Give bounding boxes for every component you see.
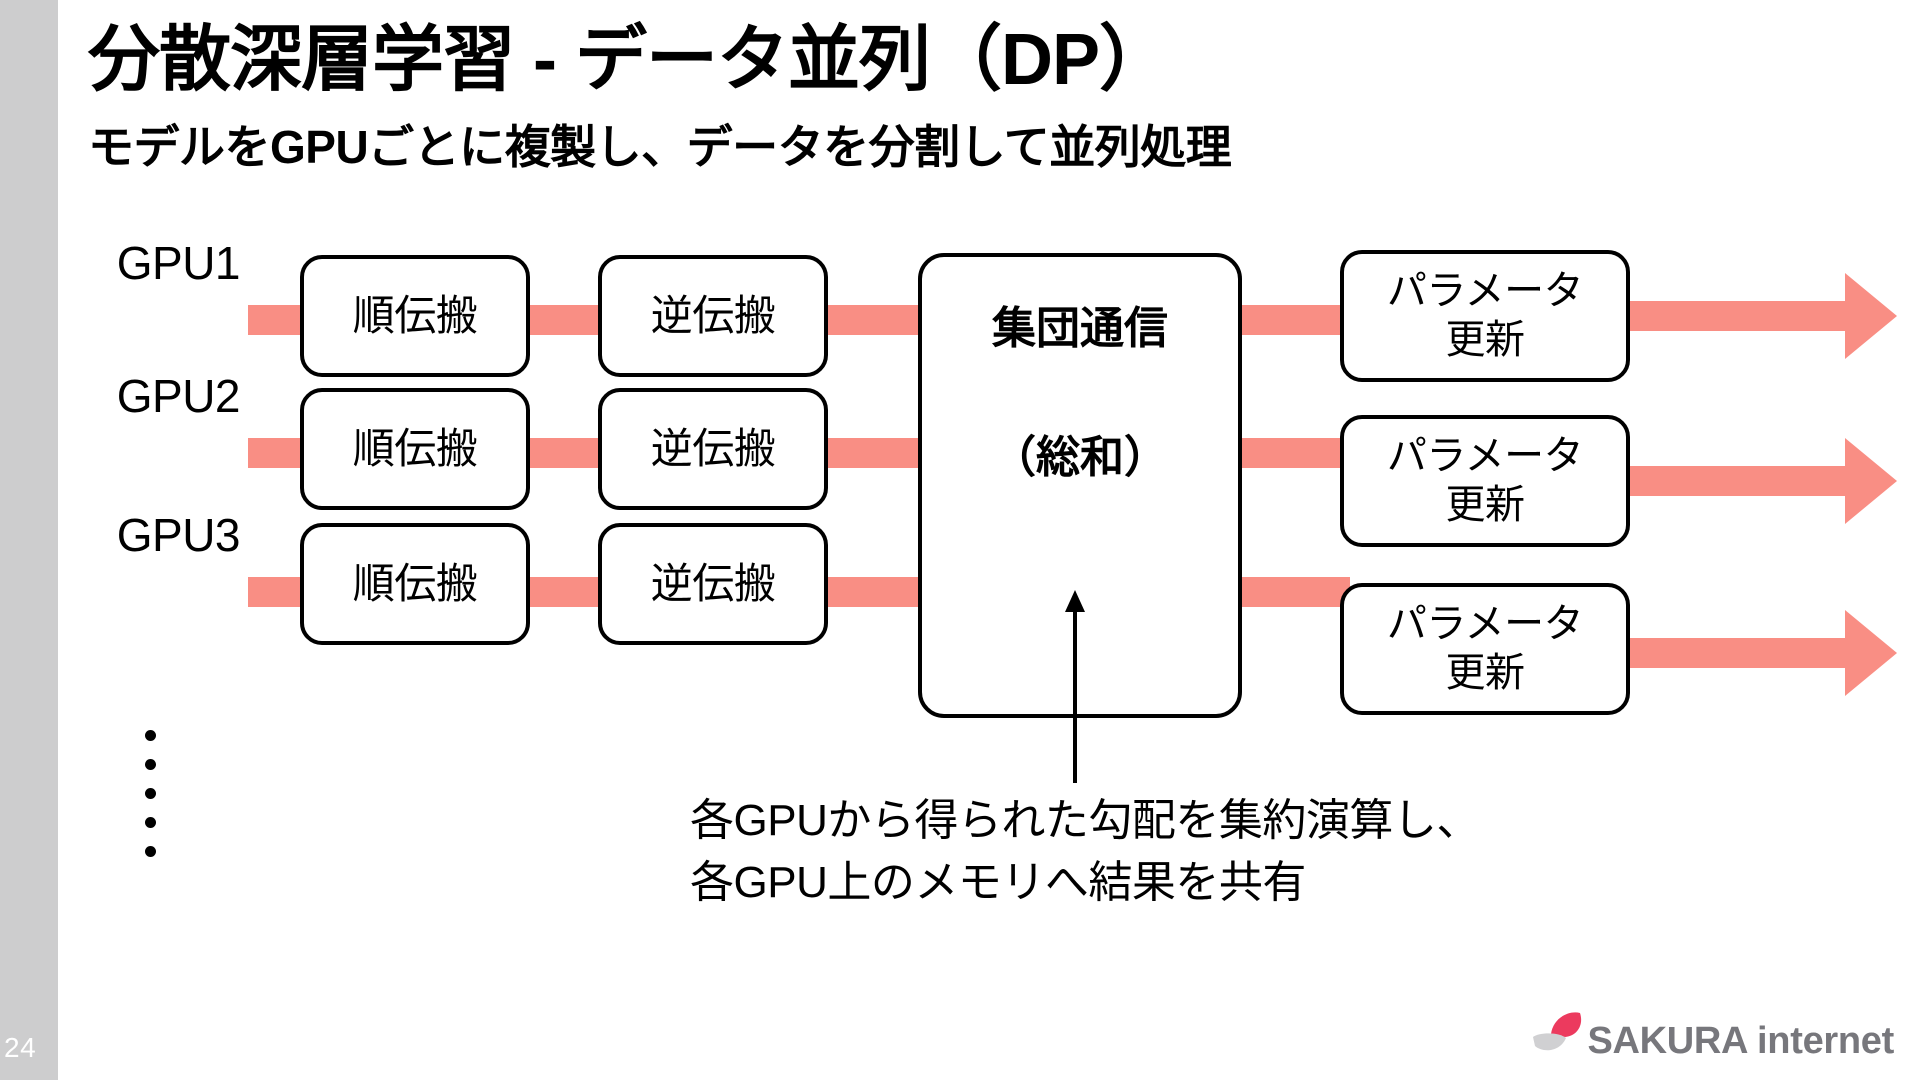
flow-arrow-row3-head: [1845, 610, 1897, 696]
ellipsis-dots: [145, 730, 156, 857]
callout-arrow-icon: [1065, 590, 1085, 783]
diagram-caption-line2: 各GPU上のメモリへ結果を共有: [690, 858, 1306, 908]
page-number: 24: [4, 1032, 37, 1063]
pipe-row1-seg1: [248, 305, 308, 335]
stage-box-row3-forward: 順伝搬: [300, 523, 530, 645]
ellipsis-dot: [145, 730, 156, 741]
diagram-caption-line1: 各GPUから得られた勾配を集約演算し、: [690, 796, 1480, 845]
stage-box-row3-param-update-line2: 更新: [1445, 651, 1526, 695]
stage-box-row2-backward: 逆伝搬: [598, 388, 828, 510]
pipe-row3-seg1: [248, 577, 308, 607]
stage-box-row3-param-update: パラメータ 更新: [1340, 583, 1630, 715]
logo-wordmark: SAKURA internet: [1587, 1020, 1894, 1062]
pipe-row3-seg4: [1230, 577, 1350, 607]
stage-box-row1-param-update-line1: パラメータ: [1386, 269, 1584, 314]
pipe-row3-seg3: [820, 577, 930, 607]
stage-box-row2-param-update-line2: 更新: [1445, 483, 1526, 527]
ellipsis-dot: [145, 759, 156, 770]
stage-box-row1-param-update: パラメータ 更新: [1340, 250, 1630, 382]
stage-box-row2-forward: 順伝搬: [300, 388, 530, 510]
gpu-label-2: GPU2: [116, 370, 241, 422]
pipe-row1-seg3: [820, 305, 930, 335]
pipe-row2-seg2: [522, 438, 606, 468]
page-subtitle: モデルをGPUごとに複製し、データを分割して並列処理: [88, 121, 1232, 173]
sakura-petal-gray: [1533, 1033, 1567, 1051]
flow-arrow-row1-shaft: [1622, 301, 1848, 331]
page-title: 分散深層学習 - データ並列（DP）: [88, 20, 1171, 100]
stage-box-row1-forward: 順伝搬: [300, 255, 530, 377]
sakura-petal-icon: [1531, 1010, 1589, 1062]
sakura-petal-pink: [1551, 1012, 1582, 1037]
collective-communication-line2: （総和）: [992, 432, 1168, 482]
pipe-row2-seg1: [248, 438, 308, 468]
ellipsis-dot: [145, 846, 156, 857]
flow-arrow-row2-shaft: [1622, 466, 1848, 496]
left-gray-rail: [0, 0, 58, 1080]
sakura-mark-svg: [1533, 1012, 1582, 1051]
flow-arrow-row2-head: [1845, 438, 1897, 524]
stage-box-row1-param-update-line2: 更新: [1445, 318, 1526, 362]
stage-box-row2-param-update-line1: パラメータ: [1386, 434, 1584, 479]
flow-arrow-row3: [1622, 610, 1897, 696]
gpu-label-1: GPU1: [116, 237, 241, 289]
stage-box-row2-param-update: パラメータ 更新: [1340, 415, 1630, 547]
sakura-internet-logo: SAKURA internet: [1531, 1010, 1894, 1062]
gpu-label-3: GPU3: [116, 509, 241, 561]
pipe-row2-seg4: [1230, 438, 1350, 468]
flow-arrow-row1-head: [1845, 273, 1897, 359]
stage-box-row3-backward: 逆伝搬: [598, 523, 828, 645]
pipe-row1-seg4: [1230, 305, 1350, 335]
pipe-row1-seg2: [522, 305, 606, 335]
collective-communication-box: 集団通信 （総和）: [918, 253, 1242, 718]
flow-arrow-row1: [1622, 273, 1897, 359]
stage-box-row1-backward: 逆伝搬: [598, 255, 828, 377]
pipe-row3-seg2: [522, 577, 606, 607]
ellipsis-dot: [145, 788, 156, 799]
diagram-caption: 各GPUから得られた勾配を集約演算し、 各GPU上のメモリへ結果を共有: [690, 790, 1480, 915]
ellipsis-dot: [145, 817, 156, 828]
pipe-row2-seg3: [820, 438, 930, 468]
flow-arrow-row2: [1622, 438, 1897, 524]
collective-communication-line1: 集団通信: [992, 304, 1168, 353]
stage-box-row3-param-update-line1: パラメータ: [1386, 602, 1584, 647]
flow-arrow-row3-shaft: [1622, 638, 1848, 668]
